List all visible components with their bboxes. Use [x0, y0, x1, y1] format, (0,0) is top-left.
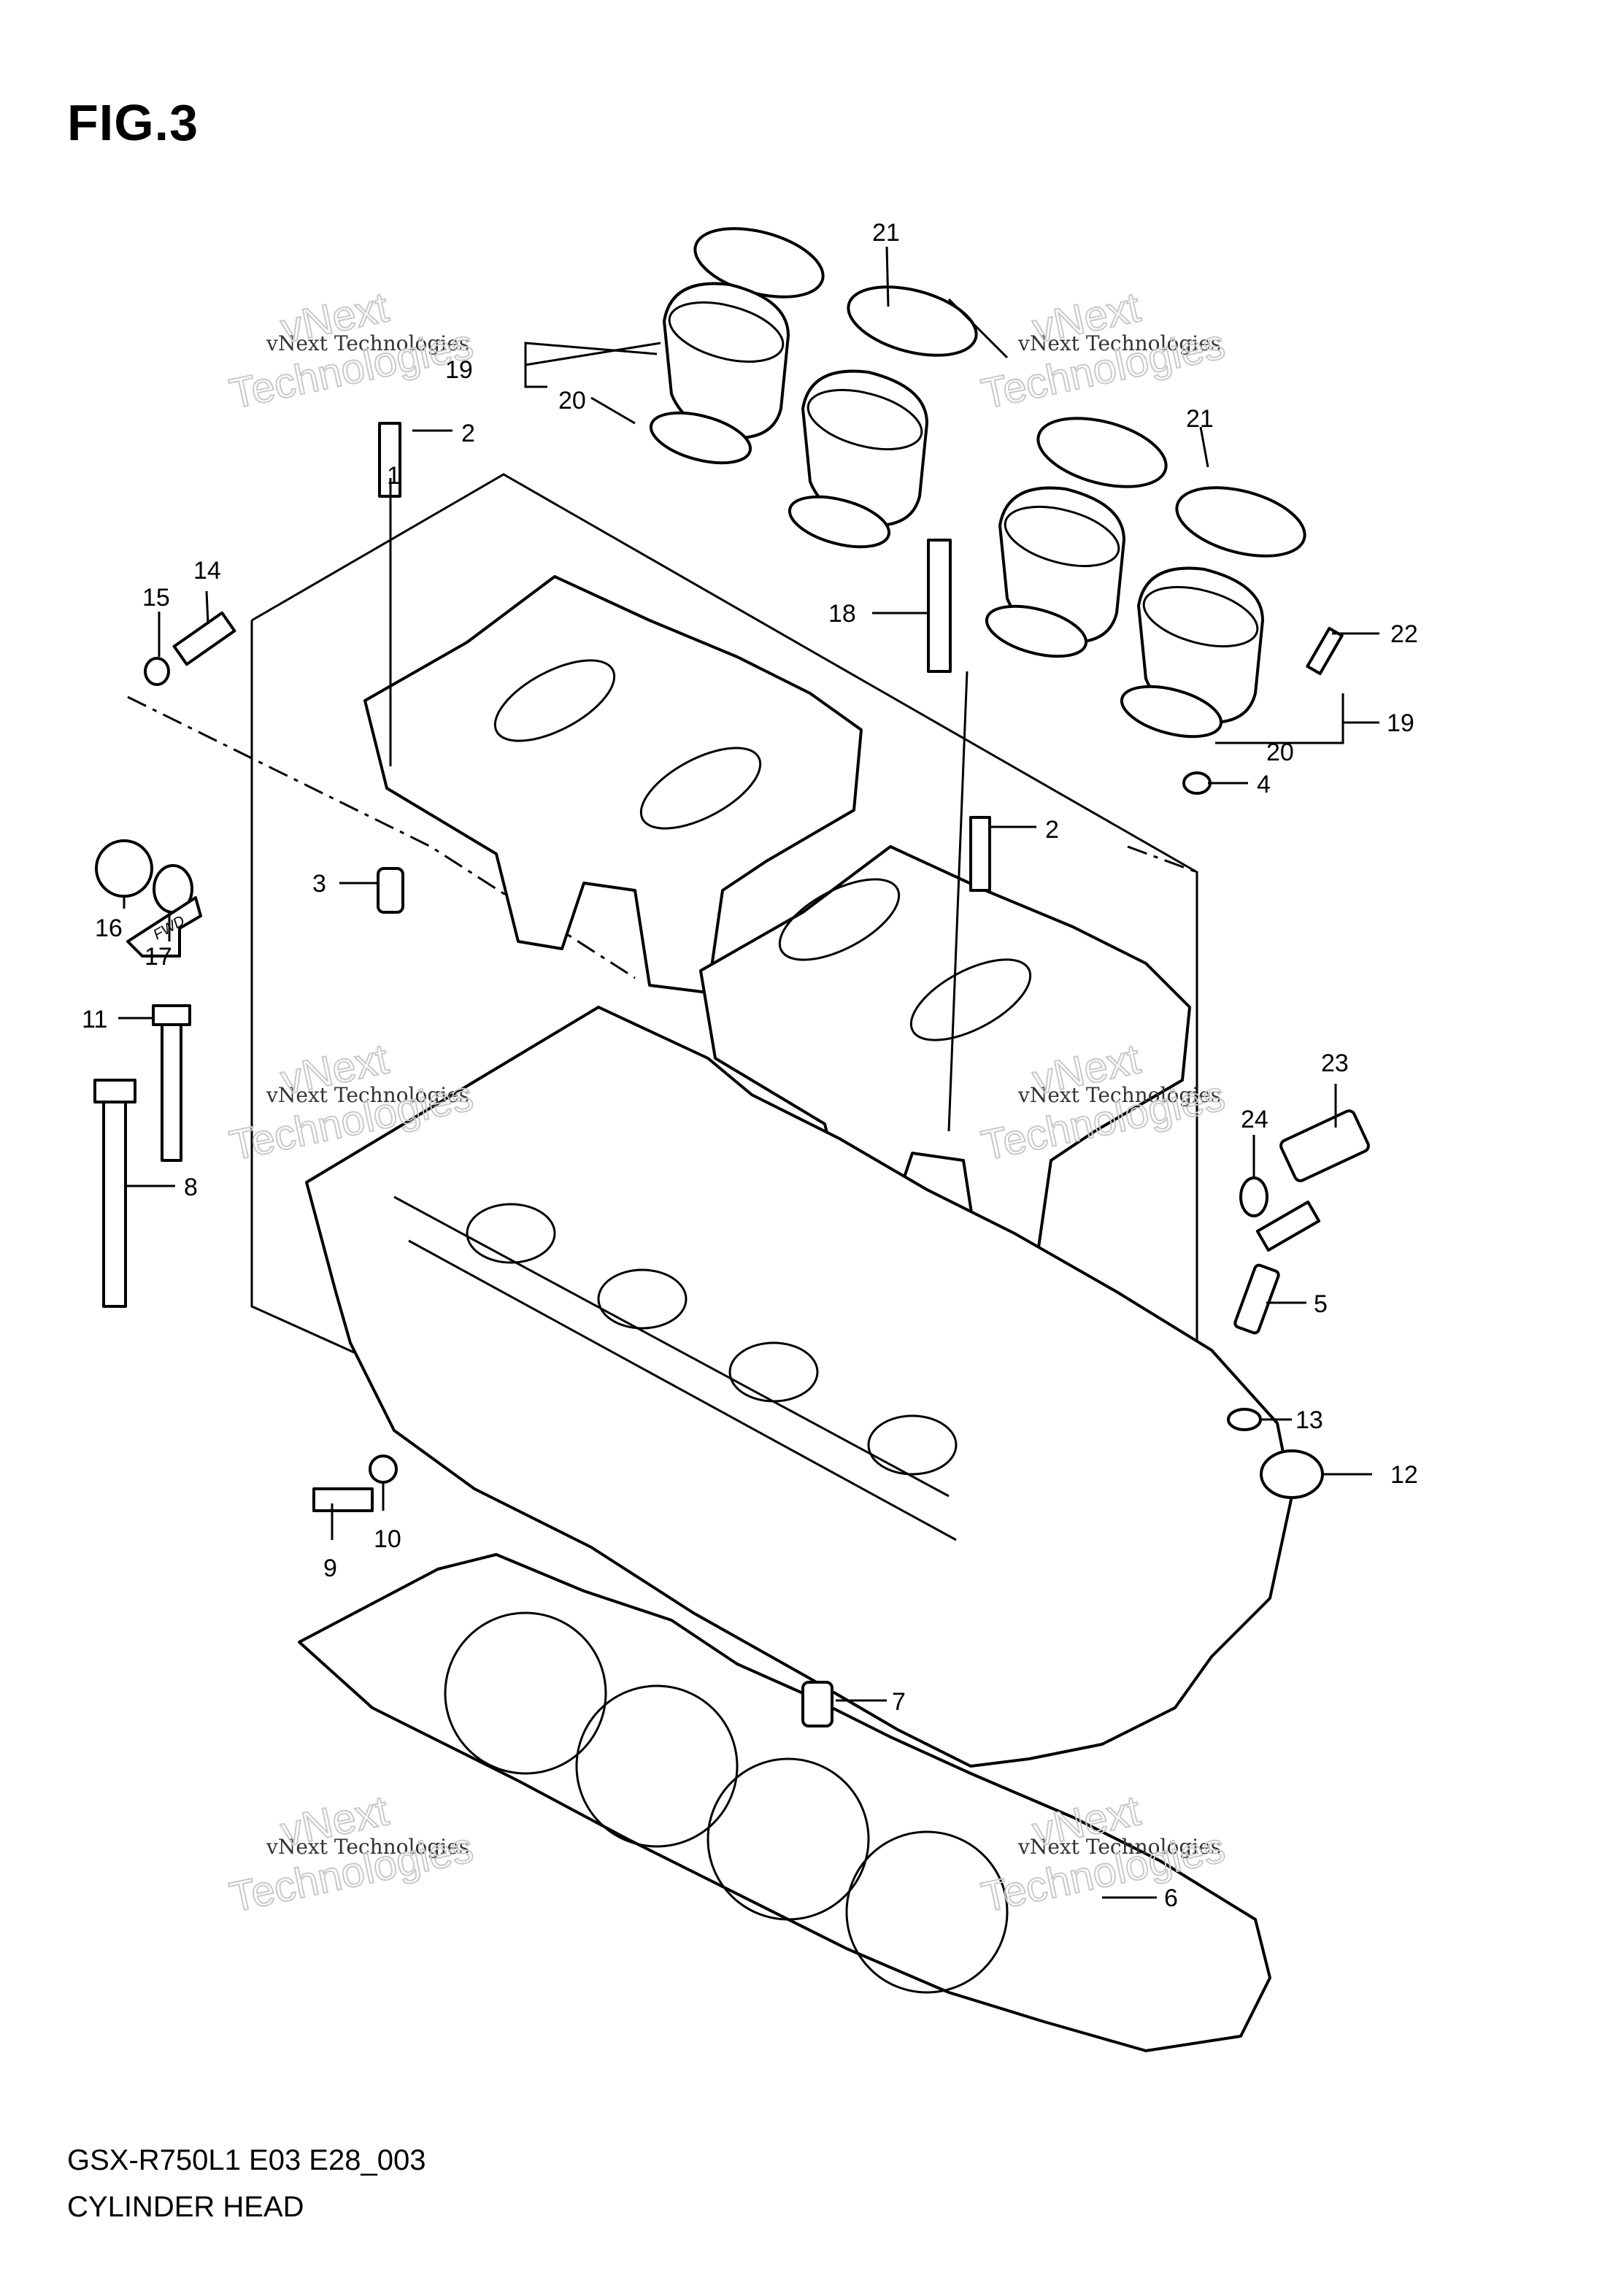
callout-20b: 20 [1266, 739, 1294, 766]
callout-3: 3 [312, 870, 326, 898]
watermark-small: vNext Technologies [266, 1083, 469, 1107]
watermark-small: vNext Technologies [1017, 1083, 1221, 1107]
callout-14: 14 [193, 557, 221, 585]
watermark-small: vNext Technologies [266, 1835, 469, 1859]
callout-2a: 2 [461, 420, 475, 447]
cylinder-head [305, 1006, 1293, 1768]
callout-13: 13 [1295, 1406, 1323, 1434]
callout-19b: 19 [1387, 709, 1414, 737]
watermark-small: vNext Technologies [266, 331, 469, 355]
callout-7: 7 [892, 1688, 906, 1716]
callout-10: 10 [374, 1525, 401, 1553]
callout-17: 17 [145, 943, 172, 971]
callout-20a: 20 [558, 387, 586, 415]
callout-24: 24 [1241, 1106, 1268, 1133]
callout-12: 12 [1390, 1461, 1418, 1489]
intake-boots-group-b [985, 417, 1306, 739]
watermark-small: vNext Technologies [1017, 1835, 1221, 1859]
callout-5: 5 [1314, 1290, 1328, 1318]
small-parts [93, 422, 1370, 1727]
intake-manifold-left [363, 575, 863, 994]
leader-lines [118, 246, 1379, 1899]
callout-22: 22 [1390, 620, 1418, 648]
callout-15: 15 [142, 584, 170, 612]
figure-code: GSX-R750L1 E03 E28_003 [67, 2144, 426, 2176]
head-gasket [298, 1553, 1271, 2052]
callout-21a: 21 [872, 219, 900, 247]
callout-16: 16 [95, 914, 123, 942]
callout-19a: 19 [445, 356, 473, 384]
figure-title: FIG.3 [67, 94, 199, 151]
callout-4: 4 [1257, 771, 1271, 798]
callout-11: 11 [82, 1006, 107, 1033]
intake-boots-group-a [649, 227, 1009, 549]
callout-21b: 21 [1186, 405, 1214, 433]
watermark-small: vNext Technologies [1017, 331, 1221, 355]
callout-18: 18 [828, 600, 856, 628]
callout-labels: 1 2 2 3 4 5 6 7 8 9 10 11 12 13 14 15 16… [82, 219, 1418, 1912]
callout-2b: 2 [1045, 816, 1059, 844]
callout-23: 23 [1321, 1049, 1349, 1077]
callout-1: 1 [387, 462, 401, 490]
callout-6: 6 [1164, 1884, 1178, 1912]
figure-caption: CYLINDER HEAD [67, 2191, 304, 2223]
callout-9: 9 [323, 1555, 337, 1582]
callout-8: 8 [184, 1174, 198, 1201]
